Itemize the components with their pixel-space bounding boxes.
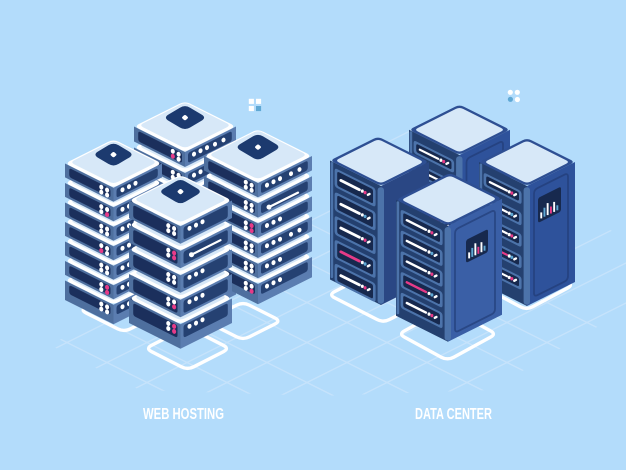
svg-text:WEB HOSTING: WEB HOSTING [143,406,224,423]
svg-text:DATA CENTER: DATA CENTER [415,406,492,423]
